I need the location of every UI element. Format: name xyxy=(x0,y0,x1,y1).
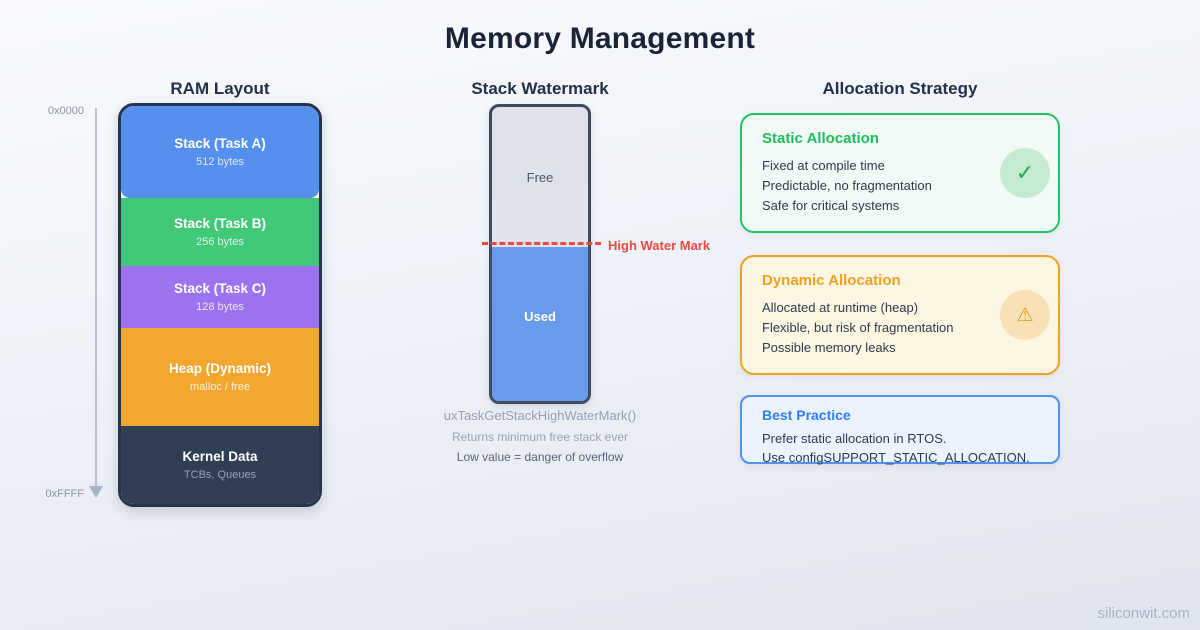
stack-watermark-column: Free Used xyxy=(489,104,591,404)
ram-layout-box: Stack (Task A) 512 bytes Stack (Task B) … xyxy=(118,103,322,507)
ram-block-heap: Heap (Dynamic) malloc / free xyxy=(121,328,319,426)
check-icon: ✓ xyxy=(1015,160,1035,185)
watermark-used-region: Used xyxy=(492,247,588,401)
card-line: Fixed at compile time xyxy=(762,158,885,173)
axis-label-0x0000: 0x0000 xyxy=(47,105,84,117)
card-line: Safe for critical systems xyxy=(762,198,900,213)
block-sub-label: malloc / free xyxy=(190,381,250,393)
card-line: Allocated at runtime (heap) xyxy=(762,300,919,315)
block-sub-label: 256 bytes xyxy=(196,236,244,248)
card-static-allocation: Static Allocation Fixed at compile time … xyxy=(740,113,1060,233)
warning-icon: ⚠ xyxy=(1016,304,1034,326)
watermark-caption-3: Low value = danger of overflow xyxy=(456,450,624,464)
card-title: Best Practice xyxy=(762,407,851,423)
card-line: Use configSUPPORT_STATIC_ALLOCATION. xyxy=(762,450,1030,465)
ram-layout-header: RAM Layout xyxy=(170,79,270,98)
allocation-strategy-header: Allocation Strategy xyxy=(822,79,978,98)
block-sub-label: TCBs, Queues xyxy=(183,469,257,481)
block-label: Heap (Dynamic) xyxy=(168,361,272,376)
card-line: Predictable, no fragmentation xyxy=(762,178,932,193)
axis-label-0xFFFF: 0xFFFF xyxy=(45,488,85,500)
warning-badge: ⚠ xyxy=(1000,290,1050,340)
ram-block-kernel-data: Kernel Data TCBs, Queues xyxy=(121,426,319,504)
card-line: Prefer static allocation in RTOS. xyxy=(762,431,947,446)
watermark-api-caption: uxTaskGetStackHighWaterMark() xyxy=(443,408,637,423)
watermark-caption-2: Returns minimum free stack ever xyxy=(451,430,629,444)
page-title: Memory Management xyxy=(444,22,756,55)
check-badge: ✓ xyxy=(1000,148,1050,198)
ram-block-stack-task-a: Stack (Task A) 512 bytes xyxy=(121,106,319,198)
high-water-mark-label: High Water Mark xyxy=(608,238,711,253)
stack-watermark-header: Stack Watermark xyxy=(471,79,609,98)
high-water-mark-dashed-line xyxy=(482,242,601,245)
block-label: Kernel Data xyxy=(182,449,258,464)
block-sub-label: 512 bytes xyxy=(196,156,244,168)
block-label: Stack (Task C) xyxy=(173,281,267,296)
block-sub-label: 128 bytes xyxy=(196,301,244,313)
card-title: Dynamic Allocation xyxy=(762,272,901,289)
block-label: Stack (Task B) xyxy=(173,216,267,231)
axis-arrow-down-icon xyxy=(89,486,103,498)
card-line: Flexible, but risk of fragmentation xyxy=(762,320,954,335)
card-line: Possible memory leaks xyxy=(762,340,896,355)
ram-block-stack-task-c: Stack (Task C) 128 bytes xyxy=(121,266,319,328)
axis-line xyxy=(95,108,97,486)
card-best-practice: Best Practice Prefer static allocation i… xyxy=(740,395,1060,465)
card-title: Static Allocation xyxy=(762,130,879,147)
ram-block-stack-task-b: Stack (Task B) 256 bytes xyxy=(121,198,319,266)
site-watermark: siliconwit.com xyxy=(1097,605,1190,622)
block-label: Stack (Task A) xyxy=(174,136,266,151)
watermark-free-region: Free xyxy=(526,169,554,185)
card-dynamic-allocation: Dynamic Allocation Allocated at runtime … xyxy=(740,255,1060,375)
